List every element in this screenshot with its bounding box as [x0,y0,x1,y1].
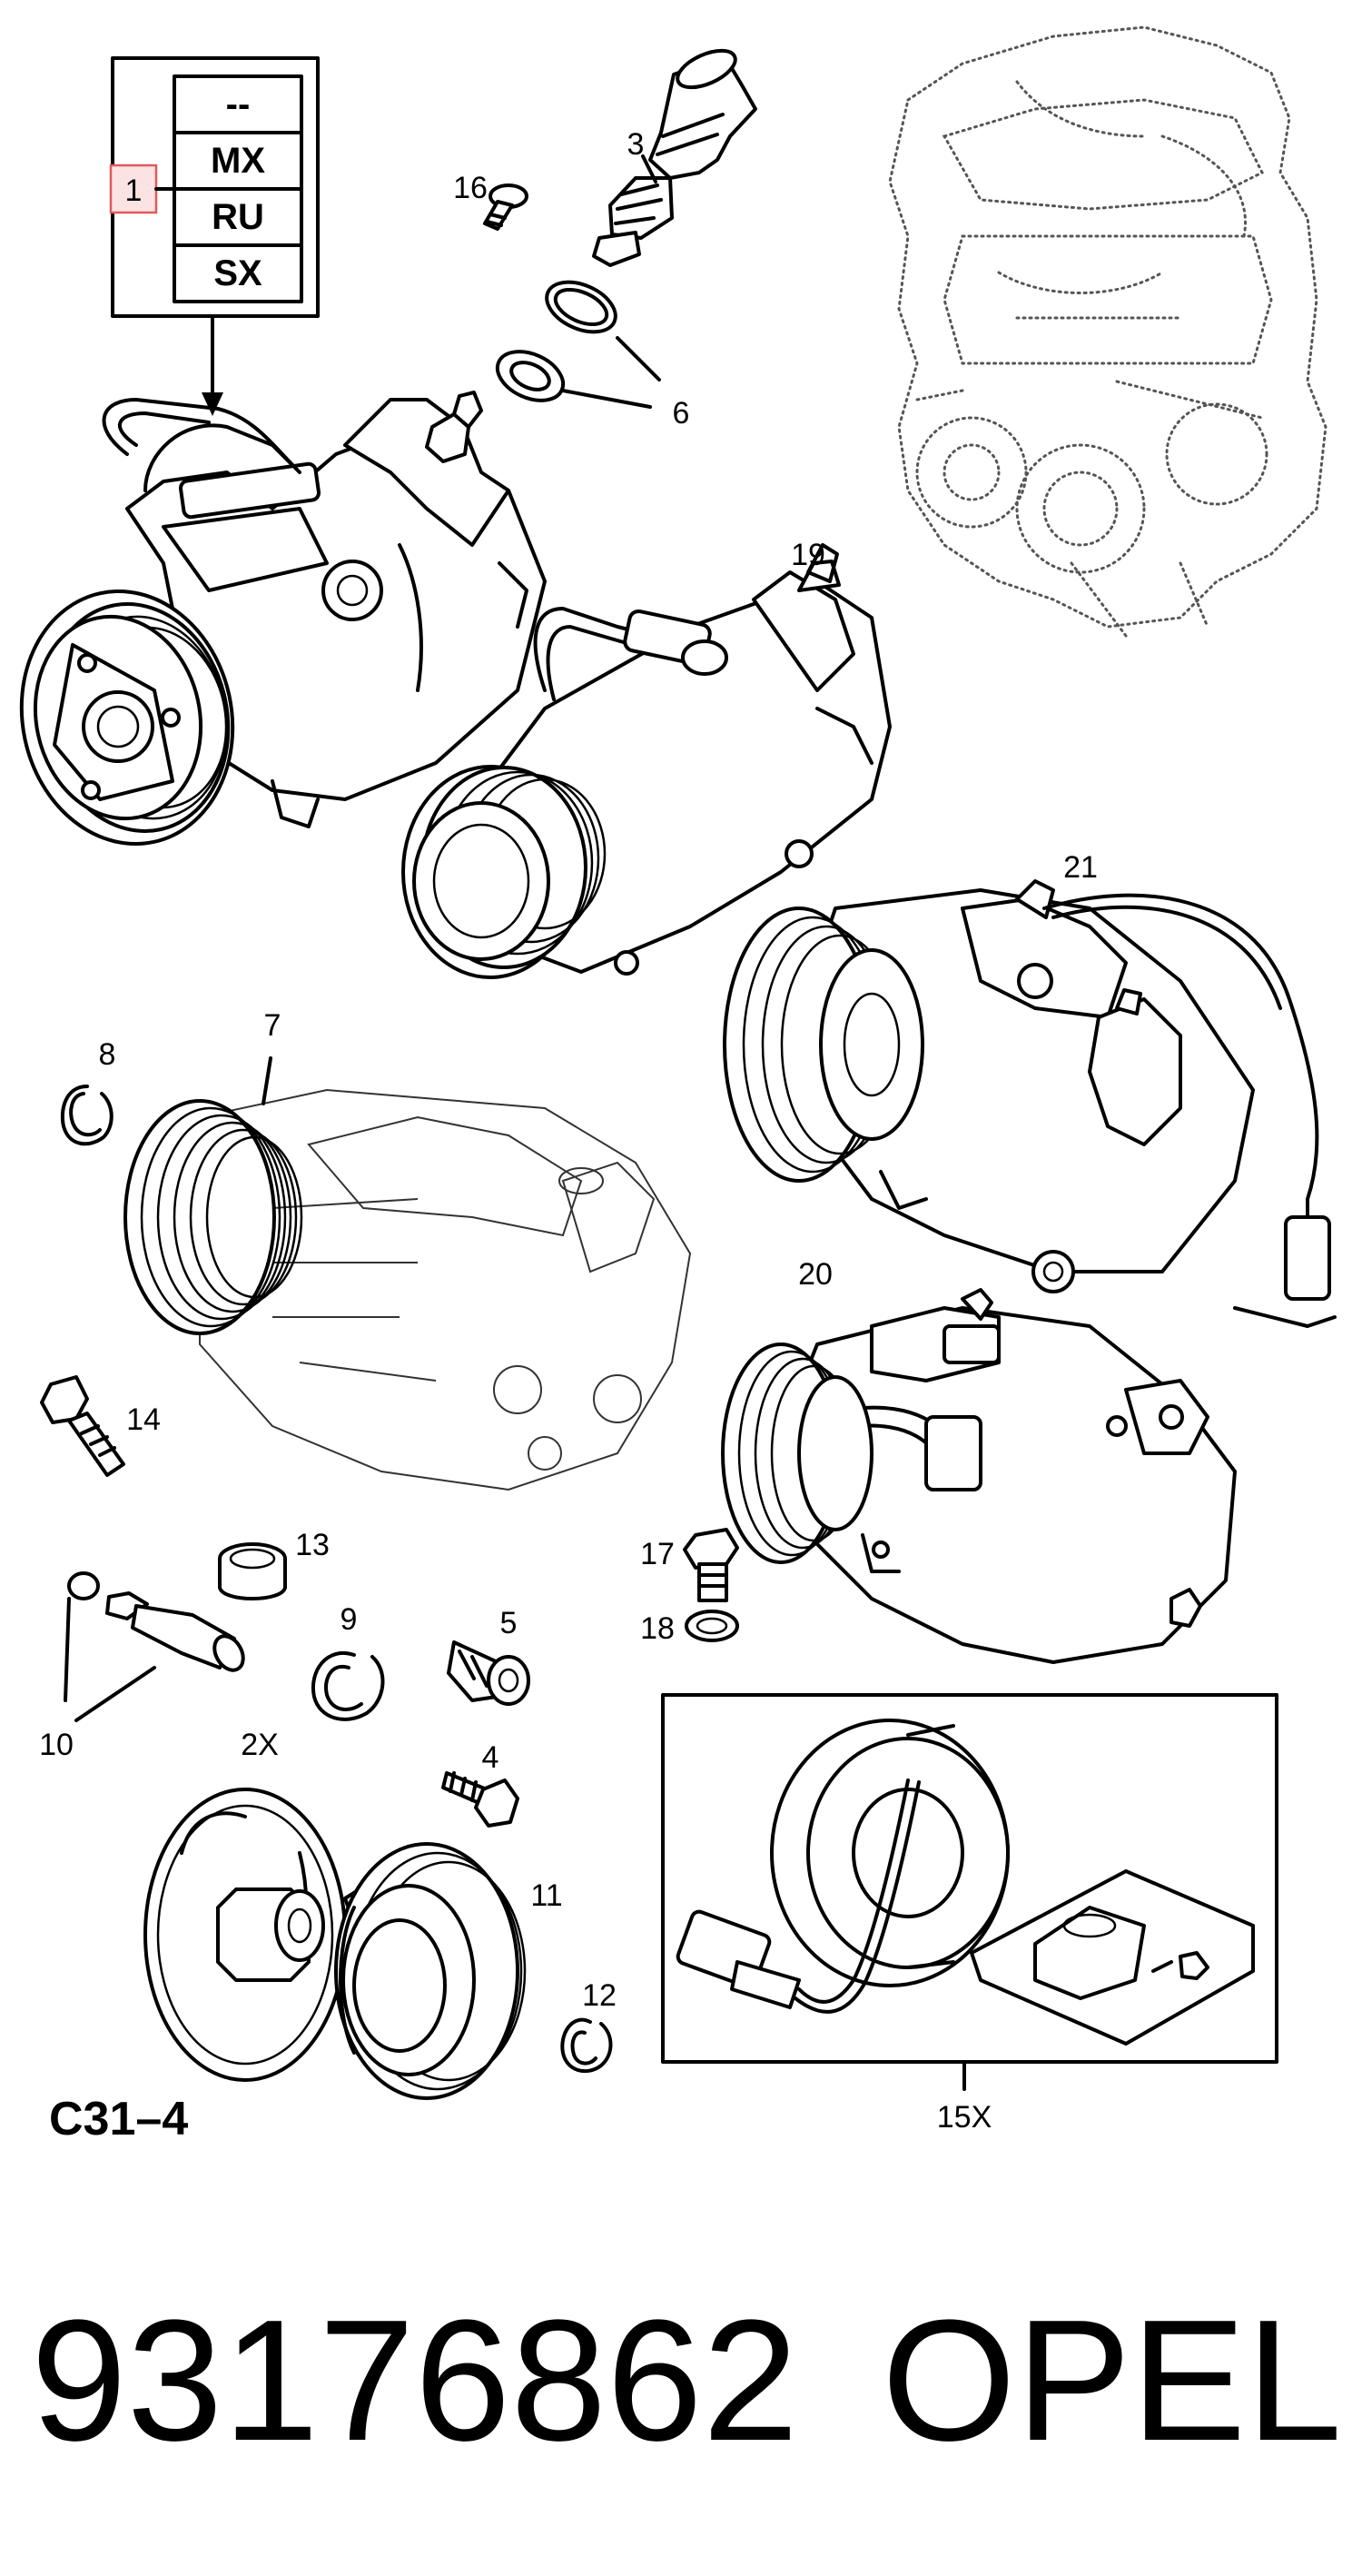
variant-code-2: MX [211,141,265,181]
part-11-pulley [334,1842,527,2100]
compressor-part-21 [723,879,1337,1328]
callout-17: 17 [640,1537,675,1571]
part-3-pressure-valve [592,48,757,267]
callout-13: 13 [295,1528,330,1562]
variant-code-table: -- MX RU SX 1 [109,56,320,416]
callout-21: 21 [1063,850,1098,885]
compressor-part-7 [123,1056,692,1491]
callout-12: 12 [582,1978,617,2013]
variant-code-4: SX [213,253,262,293]
callout-14: 14 [126,1402,161,1437]
callout-11: 11 [530,1878,562,1913]
section-id: C31–4 [49,2093,188,2145]
part-18-washer [685,1610,739,1642]
callout-1: 1 [125,173,143,208]
part-13-plug [218,1542,287,1600]
footer-brand: OPEL [882,2284,1342,2477]
compressor-large-top-left [19,391,547,847]
callout-15x: 15X [937,2100,992,2135]
part-10-sensor [64,1571,245,1722]
callout-8: 8 [99,1037,116,1072]
callout-19: 19 [791,538,825,572]
callout-leaders [641,154,657,183]
callout-9: 9 [340,1602,358,1637]
part-5-screw [447,1640,530,1706]
variant-code-3: RU [212,197,264,237]
compressor-part-19 [401,543,892,979]
part-15x-inset [661,1693,1278,2091]
compressor-part-20 [721,1288,1237,1664]
callout-18: 18 [640,1611,675,1646]
callout-5: 5 [500,1606,518,1640]
callout-20: 20 [798,1257,833,1292]
footer-part-number: 93176862 [31,2284,798,2477]
engine-outline-illustration [888,25,1327,638]
part-12-snap-ring [560,2017,613,2074]
part-8-snap-ring [60,1085,114,1146]
part-9-snap-ring [311,1651,385,1721]
part-14-bolt [40,1375,125,1477]
ref-highlight-box [109,163,158,214]
variant-code-1: -- [226,84,251,124]
part-17-bolt [683,1528,739,1602]
part-16-screw [483,183,528,231]
callout-10: 10 [39,1728,74,1762]
part-4-bolt [441,1771,519,1828]
part-6-seal-rings [495,280,661,409]
callout-4: 4 [482,1740,499,1775]
inset-frame [661,1693,1278,2064]
callout-3: 3 [627,127,645,162]
callout-16: 16 [453,171,488,205]
part-2x-clutch-plate [143,1788,365,2082]
callout-6: 6 [673,396,690,431]
callout-7: 7 [264,1008,281,1043]
callout-2x: 2X [241,1728,279,1762]
